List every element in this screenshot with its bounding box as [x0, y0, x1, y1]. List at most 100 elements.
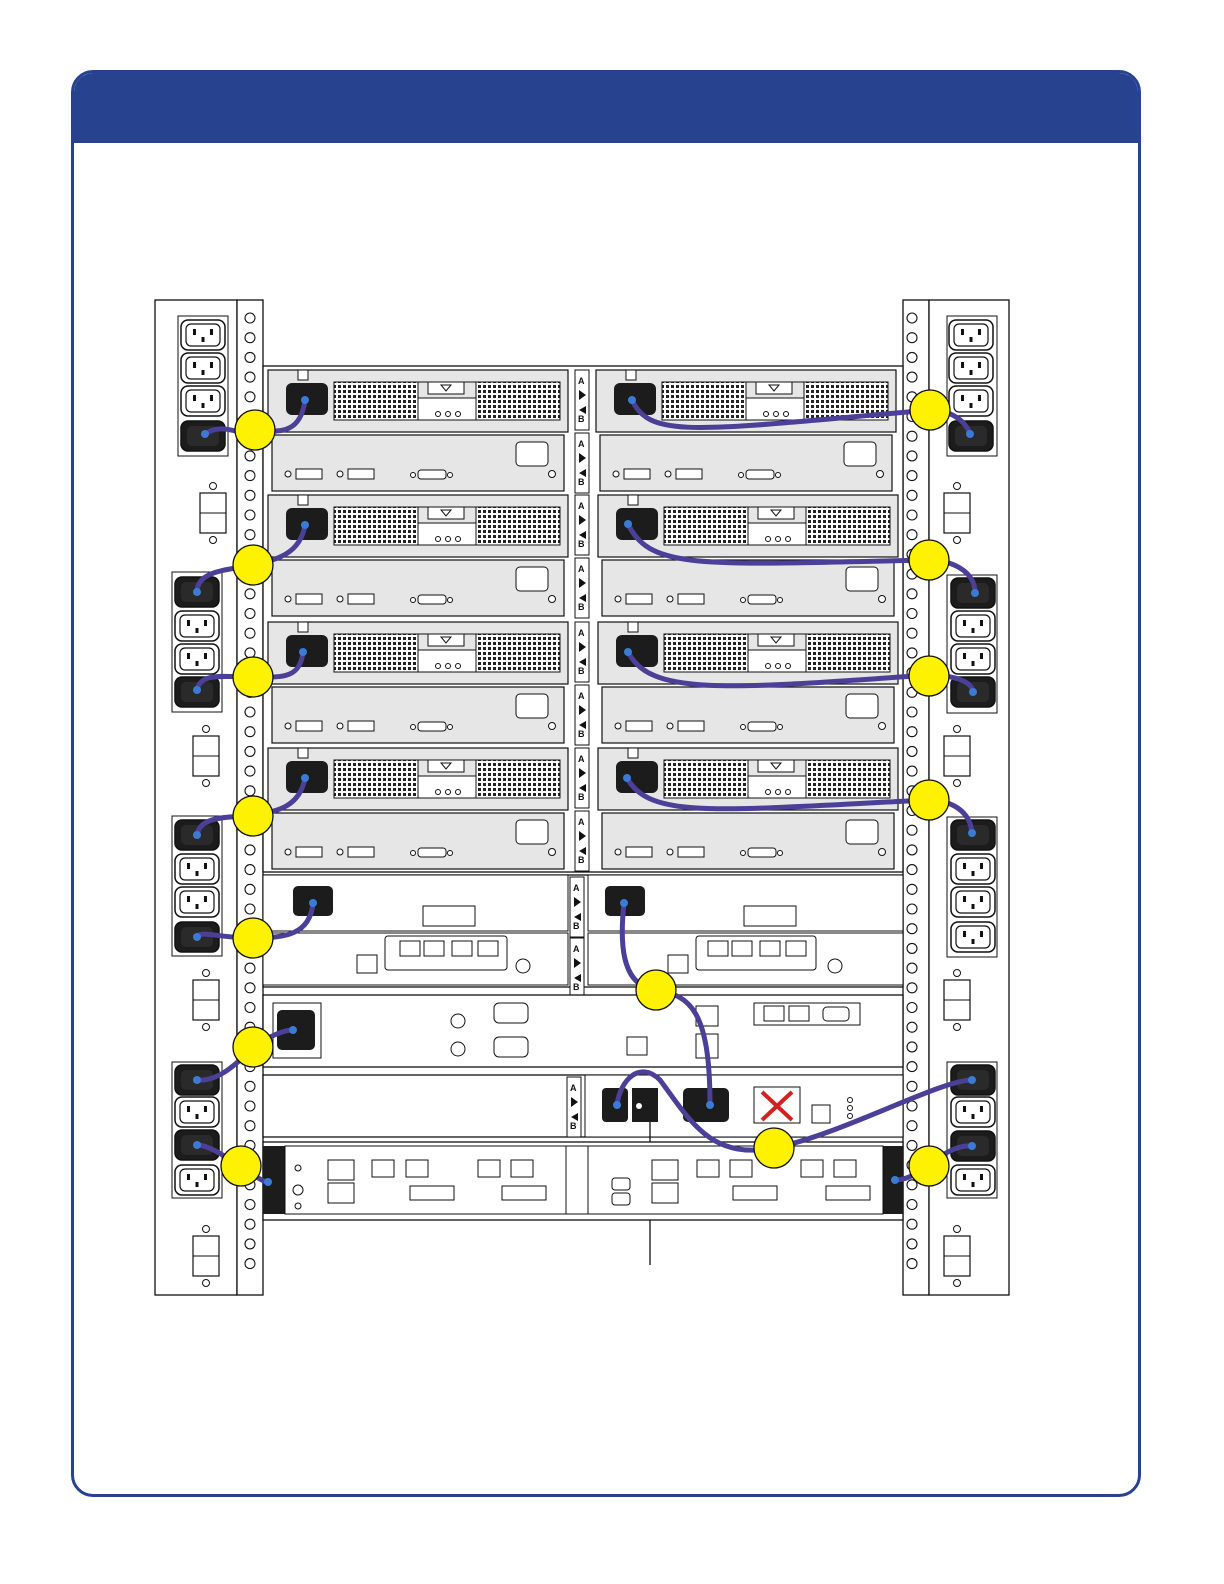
rail-hole: [245, 983, 255, 993]
rail-hole: [907, 431, 917, 441]
rail-hole: [907, 727, 917, 737]
rail-hole: [245, 471, 255, 481]
rail-hole: [907, 1219, 917, 1229]
rail-hole: [907, 1140, 917, 1150]
rail-hole: [907, 707, 917, 717]
rail-hole: [907, 1003, 917, 1013]
rail-hole: [245, 372, 255, 382]
callout-marker: [233, 918, 273, 958]
outlet-icon: [951, 611, 995, 641]
rail-hole: [907, 825, 917, 835]
callout-marker: [235, 410, 275, 450]
rail-hole: [907, 313, 917, 323]
rail-hole: [907, 1259, 917, 1269]
controller-shelf: [263, 875, 903, 998]
rail-hole: [907, 1062, 917, 1072]
rail-hole: [245, 1101, 255, 1111]
rail-hole: [907, 372, 917, 382]
rail-hole: [245, 1081, 255, 1091]
rail-hole: [245, 490, 255, 500]
rail-hole: [907, 471, 917, 481]
outlet-icon: [951, 644, 995, 674]
callout-marker: [233, 1027, 273, 1067]
rail-hole: [245, 904, 255, 914]
callout-marker: [754, 1128, 794, 1168]
rail-hole: [907, 746, 917, 756]
callout-marker: [909, 540, 949, 580]
outlet-icon: [175, 644, 219, 674]
outlet-icon: [951, 887, 995, 917]
outlet-icon: [949, 320, 993, 350]
rail-hole: [245, 786, 255, 796]
rail-hole: [907, 983, 917, 993]
rail-hole: [245, 865, 255, 875]
callout-marker: [636, 970, 676, 1010]
server-unit: [263, 995, 903, 1067]
rail-hole: [245, 1219, 255, 1229]
rail-hole: [245, 766, 255, 776]
rail-hole: [907, 1121, 917, 1131]
rail-hole: [907, 490, 917, 500]
callout-marker: [910, 390, 950, 430]
rail-hole: [245, 451, 255, 461]
callout-marker: [221, 1146, 261, 1186]
outlet-icon: [949, 353, 993, 383]
rail-hole: [907, 648, 917, 658]
outlet-icon: [181, 386, 225, 416]
outlet-icon: [951, 922, 995, 952]
rail-hole: [245, 707, 255, 717]
rail-hole: [245, 963, 255, 973]
rail-hole: [245, 1121, 255, 1131]
rail-hole: [245, 884, 255, 894]
rail-hole: [907, 352, 917, 362]
rail-hole: [245, 333, 255, 343]
rail-hole: [907, 943, 917, 953]
rail-hole: [907, 884, 917, 894]
rail-hole: [245, 845, 255, 855]
rail-hole: [907, 609, 917, 619]
switch-icon[interactable]: [632, 1088, 658, 1122]
rail-hole: [245, 628, 255, 638]
rail-hole: [245, 313, 255, 323]
outlet-icon: [951, 1097, 995, 1127]
rail-hole: [245, 609, 255, 619]
rail-hole: [245, 1200, 255, 1210]
rail-hole: [245, 746, 255, 756]
callout-marker: [233, 657, 273, 697]
rail-hole: [245, 727, 255, 737]
outlet-icon: [181, 353, 225, 383]
outlet-icon: [175, 1097, 219, 1127]
rail-hole: [907, 1081, 917, 1091]
rail-hole: [907, 628, 917, 638]
rail-hole: [245, 392, 255, 402]
network-switch: [263, 1142, 903, 1220]
outlet-icon: [181, 320, 225, 350]
rail-hole: [907, 865, 917, 875]
outlet-icon: [175, 611, 219, 641]
callout-marker: [909, 656, 949, 696]
callout-marker: [909, 780, 949, 820]
storage-enclosures: [263, 366, 903, 872]
rail-hole: [907, 451, 917, 461]
rail-hole: [245, 510, 255, 520]
rail-hole: [245, 1239, 255, 1249]
rail-hole: [907, 1042, 917, 1052]
outlet-icon: [175, 887, 219, 917]
outlet-icon: [949, 386, 993, 416]
rail-hole: [245, 1259, 255, 1269]
outlet-icon: [175, 1165, 219, 1195]
rail-hole: [245, 530, 255, 540]
callout-marker: [909, 1146, 949, 1186]
rail-hole: [907, 766, 917, 776]
rail-hole: [907, 333, 917, 343]
rail-hole: [907, 1022, 917, 1032]
rail-hole: [907, 1239, 917, 1249]
outlet-icon: [951, 854, 995, 884]
rail-hole: [907, 904, 917, 914]
rail-hole: [907, 530, 917, 540]
rail-hole: [907, 924, 917, 934]
rail-hole: [907, 510, 917, 520]
rail-hole: [907, 963, 917, 973]
outlet-icon: [951, 1165, 995, 1195]
